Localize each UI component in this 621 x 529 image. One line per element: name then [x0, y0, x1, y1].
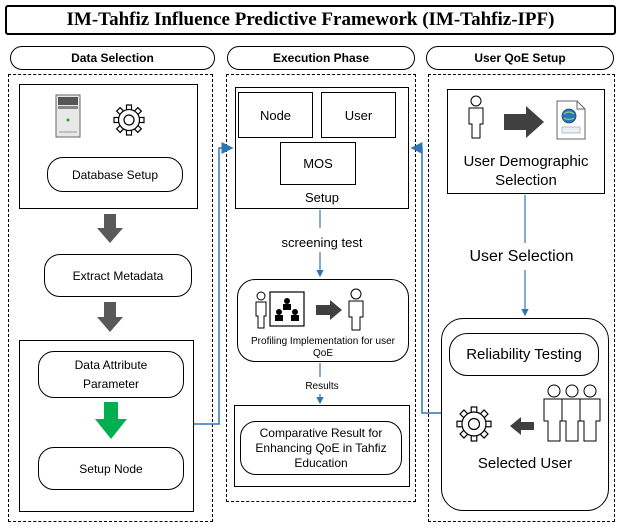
user-selection-label: User Selection	[469, 248, 574, 265]
data-selection-header: Data Selection	[10, 46, 215, 70]
node-box: Node	[238, 92, 313, 138]
arrow-left-icon	[510, 417, 534, 435]
arrow-right-icon	[504, 106, 544, 138]
execution-phase-header: Execution Phase	[227, 46, 415, 70]
page-title: IM-Tahfiz Influence Predictive Framework…	[5, 5, 616, 35]
data-selection-column	[8, 74, 213, 522]
green-down-arrow	[95, 402, 127, 439]
user-demographic-label: User Demographic Selection	[463, 153, 589, 189]
screening-test-label: screening test	[281, 234, 363, 250]
person-icon	[468, 95, 484, 139]
mos-box: MOS	[280, 142, 356, 185]
user-qoe-setup-header: User QoE Setup	[426, 46, 614, 70]
gear-icon	[456, 406, 492, 442]
reliability-testing-box: Reliability Testing	[449, 333, 599, 376]
down-arrow	[97, 214, 123, 243]
connector-user-to-exec	[410, 142, 441, 414]
profiling-panel	[237, 279, 409, 362]
results-label: Results	[305, 380, 339, 392]
execution-phase-column	[226, 74, 416, 502]
server-icon	[55, 94, 81, 138]
selected-user-label: Selected User	[477, 454, 573, 472]
profiling-label: Profiling Implementation for user QoE	[251, 336, 395, 359]
data-attribute-box: Data Attribute Parameter	[38, 351, 184, 398]
connector-datasel-to-exec	[194, 142, 234, 425]
document-icon	[556, 100, 586, 140]
setup-node-box: Setup Node	[38, 447, 184, 490]
teacher-students-icon	[255, 291, 305, 329]
gear-icon	[113, 104, 145, 136]
comparative-result-box: Comparative Result for Enhancing QoE in …	[240, 421, 402, 475]
down-arrow	[97, 302, 123, 332]
user-box: User	[321, 92, 396, 138]
database-setup-box: Database Setup	[47, 157, 183, 192]
person-icon	[348, 288, 364, 331]
user-qoe-setup-column	[428, 74, 615, 522]
group-icon	[543, 384, 601, 442]
extract-metadata-box: Extract Metadata	[44, 254, 192, 297]
arrow-right-icon	[316, 300, 342, 320]
setup-label: Setup	[305, 189, 339, 205]
